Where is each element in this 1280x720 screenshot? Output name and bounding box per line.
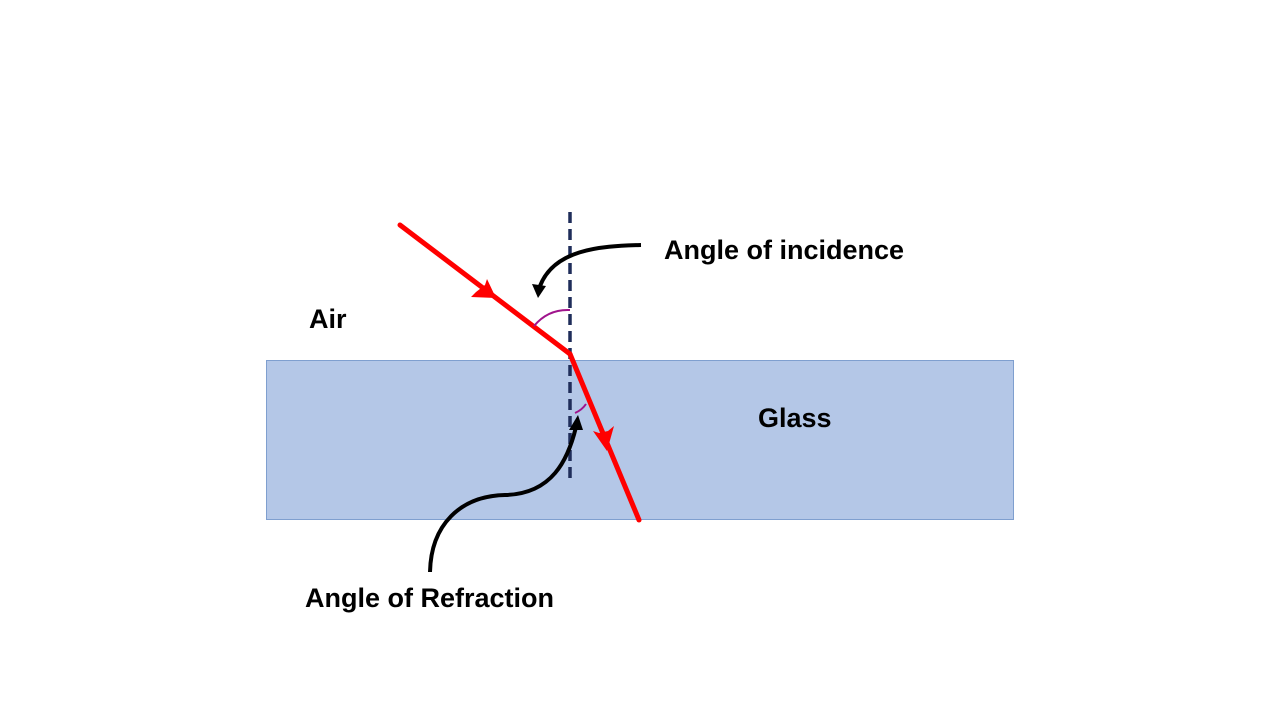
incidence-angle-arc — [533, 308, 571, 327]
air-label: Air — [309, 304, 347, 334]
refracted-ray-arrowhead — [593, 426, 614, 451]
angle-of-refraction-label: Angle of Refraction — [305, 583, 555, 613]
incidence-pointer-arrowhead — [532, 284, 546, 298]
incidence-pointer-curve — [538, 243, 642, 287]
angle-of-incidence-label: Angle of incidence — [664, 235, 905, 265]
refraction-angle-arc — [574, 403, 587, 414]
refraction-pointer-arrowhead — [569, 415, 583, 430]
incident-ray-arrowhead — [471, 279, 496, 298]
refraction-pointer-curve — [428, 426, 578, 573]
glass-label: Glass — [758, 403, 832, 433]
glass-block — [266, 360, 1014, 520]
